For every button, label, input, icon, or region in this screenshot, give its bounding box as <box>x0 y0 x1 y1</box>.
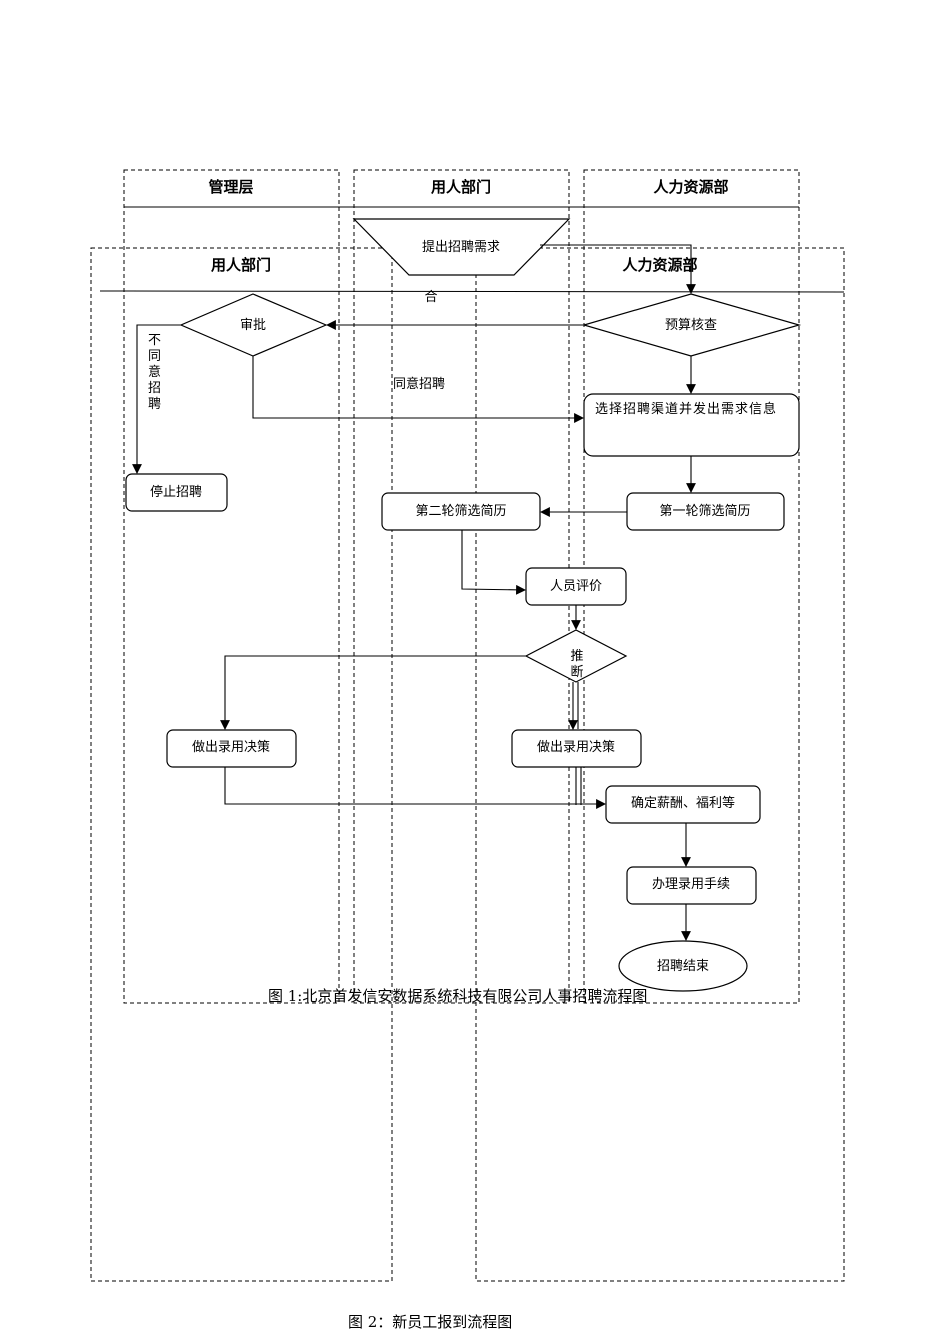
label-first-screen: 第一轮筛选简历 <box>659 503 750 519</box>
node-stop <box>125 473 228 512</box>
node-decision-mgmt <box>166 729 297 768</box>
node-end <box>618 940 748 992</box>
label-second-screen: 第二轮筛选简历 <box>415 503 506 519</box>
diagram2-lane-title-dept: 用人部门 <box>211 256 271 274</box>
lane-management <box>123 169 340 1004</box>
node-salary <box>605 785 761 824</box>
node-second-screen <box>381 492 541 531</box>
arrow-request-to-budget <box>540 244 696 294</box>
label-channel: 选择招聘渠道并发出需求信息 <box>595 402 778 417</box>
lane-title-department: 用人部门 <box>431 178 491 196</box>
label-decision-mgmt: 做出录用决策 <box>192 739 270 755</box>
label-channel-wrap: 选择招聘渠道并发出需求信息 <box>595 402 778 417</box>
label-recommend-wrap: 推断 <box>570 649 584 680</box>
arrow-second-to-evaluate <box>461 530 526 595</box>
label-recommend: 推断 <box>570 649 584 680</box>
label-stop: 停止招聘 <box>150 484 202 500</box>
label-approve: 审批 <box>240 318 266 333</box>
label-agree: 同意招聘 <box>393 376 445 392</box>
label-disagree-wrap: 不同意招聘 <box>148 333 162 412</box>
connectors <box>132 244 696 941</box>
node-recommend <box>524 629 628 683</box>
label-end: 招聘结束 <box>657 959 709 974</box>
diagram2-lane-title-hr: 人力资源部 <box>622 256 697 274</box>
lane-hr <box>583 169 800 1004</box>
node-procedure <box>626 866 757 905</box>
arrow-recommend-to-decision-mgmt <box>220 655 526 730</box>
arrow-approve-to-channel <box>252 356 584 423</box>
label-disagree: 不同意招聘 <box>148 333 162 412</box>
label-fragment: 合 <box>424 290 437 305</box>
diagram2-caption: 图 2：新员工报到流程图 <box>348 1313 513 1331</box>
arrow-decision-to-salary <box>224 767 606 809</box>
label-decision-dept: 做出录用决策 <box>537 739 615 755</box>
diagram1-caption: 图 1:北京首发信安数据系统科技有限公司人事招聘流程图 <box>268 987 648 1005</box>
lane-title-management: 管理层 <box>208 178 253 196</box>
label-request: 提出招聘需求 <box>422 239 500 255</box>
diagram2-swimlanes <box>90 247 845 1282</box>
diagram2-lane-dept <box>90 247 393 1282</box>
diagram2-header-divider <box>99 290 845 293</box>
node-request <box>352 218 571 276</box>
arrow-approve-to-stop <box>132 324 181 474</box>
label-salary: 确定薪酬、福利等 <box>631 795 735 811</box>
diagram2-lane-hr <box>475 247 845 1282</box>
label-evaluate: 人员评价 <box>550 579 602 594</box>
label-procedure: 办理录用手续 <box>652 877 730 892</box>
label-budget: 预算核查 <box>665 318 717 333</box>
lane-title-hr: 人力资源部 <box>653 178 728 196</box>
